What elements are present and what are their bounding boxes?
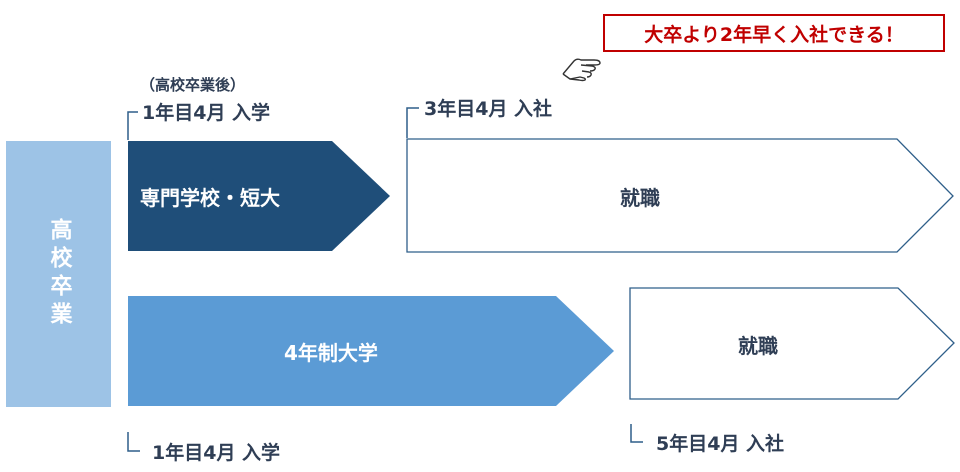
pointing-hand-icon bbox=[562, 58, 601, 82]
senmon-school-arrow bbox=[128, 141, 390, 251]
senmon-entry-label: 3年目4月 入社 bbox=[424, 98, 553, 120]
senmon-entry-bracket bbox=[406, 107, 419, 138]
senmon-enroll-bracket bbox=[127, 111, 138, 140]
university-entry-label: 5年目4月 入社 bbox=[656, 433, 785, 455]
advantage-callout-text: 大卒より2年早く入社できる！ bbox=[644, 23, 904, 46]
university-enroll-label: 1年目4月 入学 bbox=[152, 442, 281, 464]
senmon-job-arrow bbox=[406, 138, 954, 253]
university-school-label: 4年制大学 bbox=[284, 340, 378, 365]
high-school-graduation-label: 高校卒業 bbox=[46, 218, 72, 330]
university-school-arrow bbox=[128, 296, 614, 406]
university-job-arrow bbox=[629, 287, 955, 400]
senmon-job-label: 就職 bbox=[620, 185, 660, 210]
university-job-label: 就職 bbox=[738, 333, 778, 358]
senmon-note: （高校卒業後） bbox=[140, 76, 246, 94]
high-school-graduation-block: 高校卒業 bbox=[6, 141, 111, 407]
senmon-school-label: 専門学校・短大 bbox=[140, 185, 280, 210]
university-entry-bracket bbox=[630, 424, 643, 443]
university-enroll-bracket bbox=[127, 432, 140, 452]
advantage-callout: 大卒より2年早く入社できる！ bbox=[603, 14, 945, 52]
senmon-enroll-label: 1年目4月 入学 bbox=[142, 102, 271, 124]
